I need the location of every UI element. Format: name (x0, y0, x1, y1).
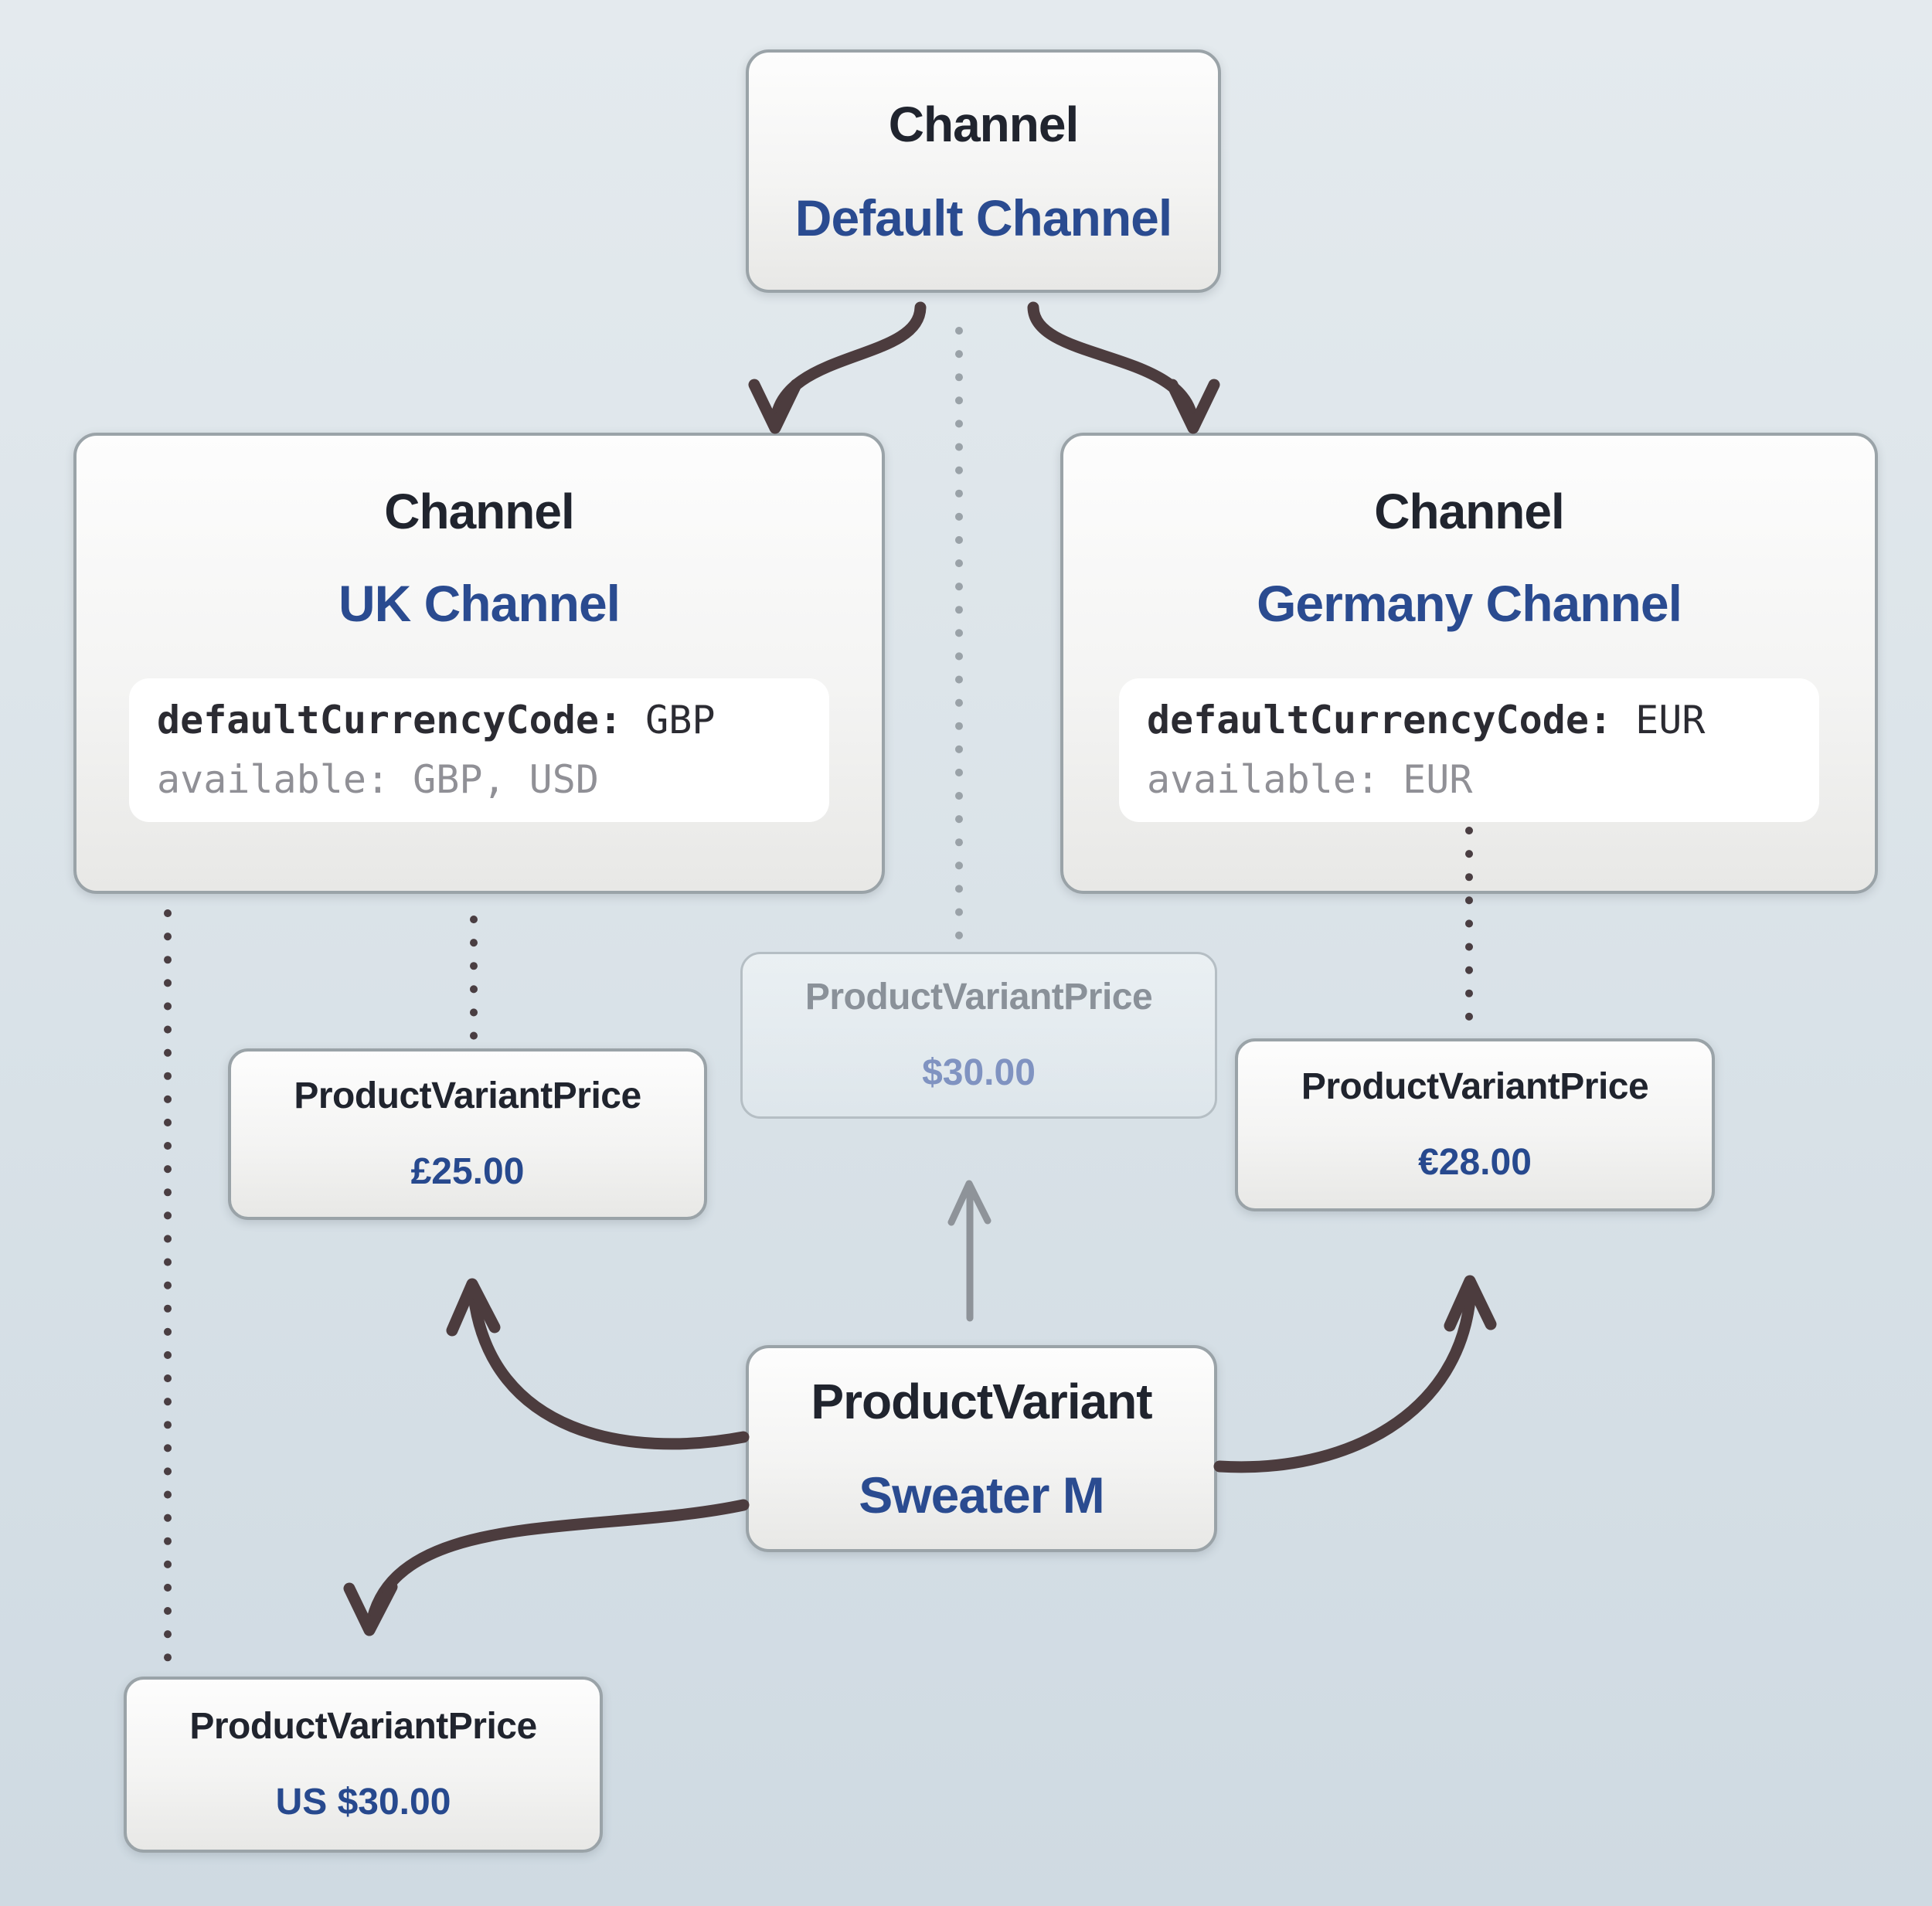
edge-variant-to-price-uk (446, 1278, 750, 1450)
code-line-available: available: EUR (1147, 757, 1473, 802)
arrowhead-down-icon (748, 379, 802, 434)
entity-type-label: ProductVariantPrice (804, 977, 1153, 1018)
entity-type-label: ProductVariantPrice (189, 1706, 537, 1747)
entity-name-label: Germany Channel (1257, 575, 1682, 632)
entity-name-label: UK Channel (338, 575, 621, 632)
arrowhead-down-icon (343, 1581, 398, 1636)
node-channel-uk: Channel UK Channel defaultCurrencyCode: … (73, 433, 885, 894)
node-price-us: ProductVariantPrice US $30.00 (124, 1677, 603, 1853)
edge-default-to-germany-channel (1027, 301, 1220, 434)
entity-type-label: ProductVariantPrice (294, 1075, 641, 1116)
code-line-available: available: GBP, USD (157, 757, 599, 802)
price-label: US $30.00 (275, 1782, 451, 1823)
code-line-default-currency: defaultCurrencyCode: EUR (1147, 698, 1706, 742)
edge-variant-to-price-germany (1213, 1275, 1497, 1473)
edge-default-to-uk-channel (748, 301, 927, 434)
currency-code-block: defaultCurrencyCode: GBP available: GBP,… (129, 678, 829, 822)
price-label: €28.00 (1418, 1142, 1532, 1183)
arrowhead-up-icon (1444, 1275, 1497, 1332)
arrowhead-up-icon (446, 1278, 501, 1337)
node-product-variant: ProductVariant Sweater M (746, 1345, 1217, 1552)
entity-type-label: Channel (1374, 484, 1564, 539)
entity-type-label: Channel (384, 484, 574, 539)
node-channel-default: Channel Default Channel (746, 49, 1221, 293)
currency-code-block: defaultCurrencyCode: EUR available: EUR (1119, 678, 1819, 822)
entity-type-label: ProductVariantPrice (1301, 1066, 1649, 1107)
price-label: £25.00 (410, 1151, 525, 1192)
edge-variant-to-price-us (343, 1499, 750, 1636)
entity-name-label: Sweater M (859, 1466, 1104, 1524)
arrowhead-up-icon (947, 1180, 992, 1226)
price-label: $30.00 (922, 1052, 1036, 1093)
entity-type-label: ProductVariant (811, 1374, 1152, 1429)
edge-variant-to-price-default (947, 1180, 992, 1322)
node-price-germany: ProductVariantPrice €28.00 (1235, 1038, 1715, 1211)
node-price-uk: ProductVariantPrice £25.00 (228, 1048, 707, 1220)
entity-type-label: Channel (888, 96, 1079, 152)
code-line-default-currency: defaultCurrencyCode: GBP (157, 698, 716, 742)
node-price-default: ProductVariantPrice $30.00 (740, 952, 1217, 1119)
node-channel-germany: Channel Germany Channel defaultCurrencyC… (1060, 433, 1878, 894)
entity-name-label: Default Channel (794, 189, 1172, 246)
arrowhead-down-icon (1166, 379, 1220, 434)
